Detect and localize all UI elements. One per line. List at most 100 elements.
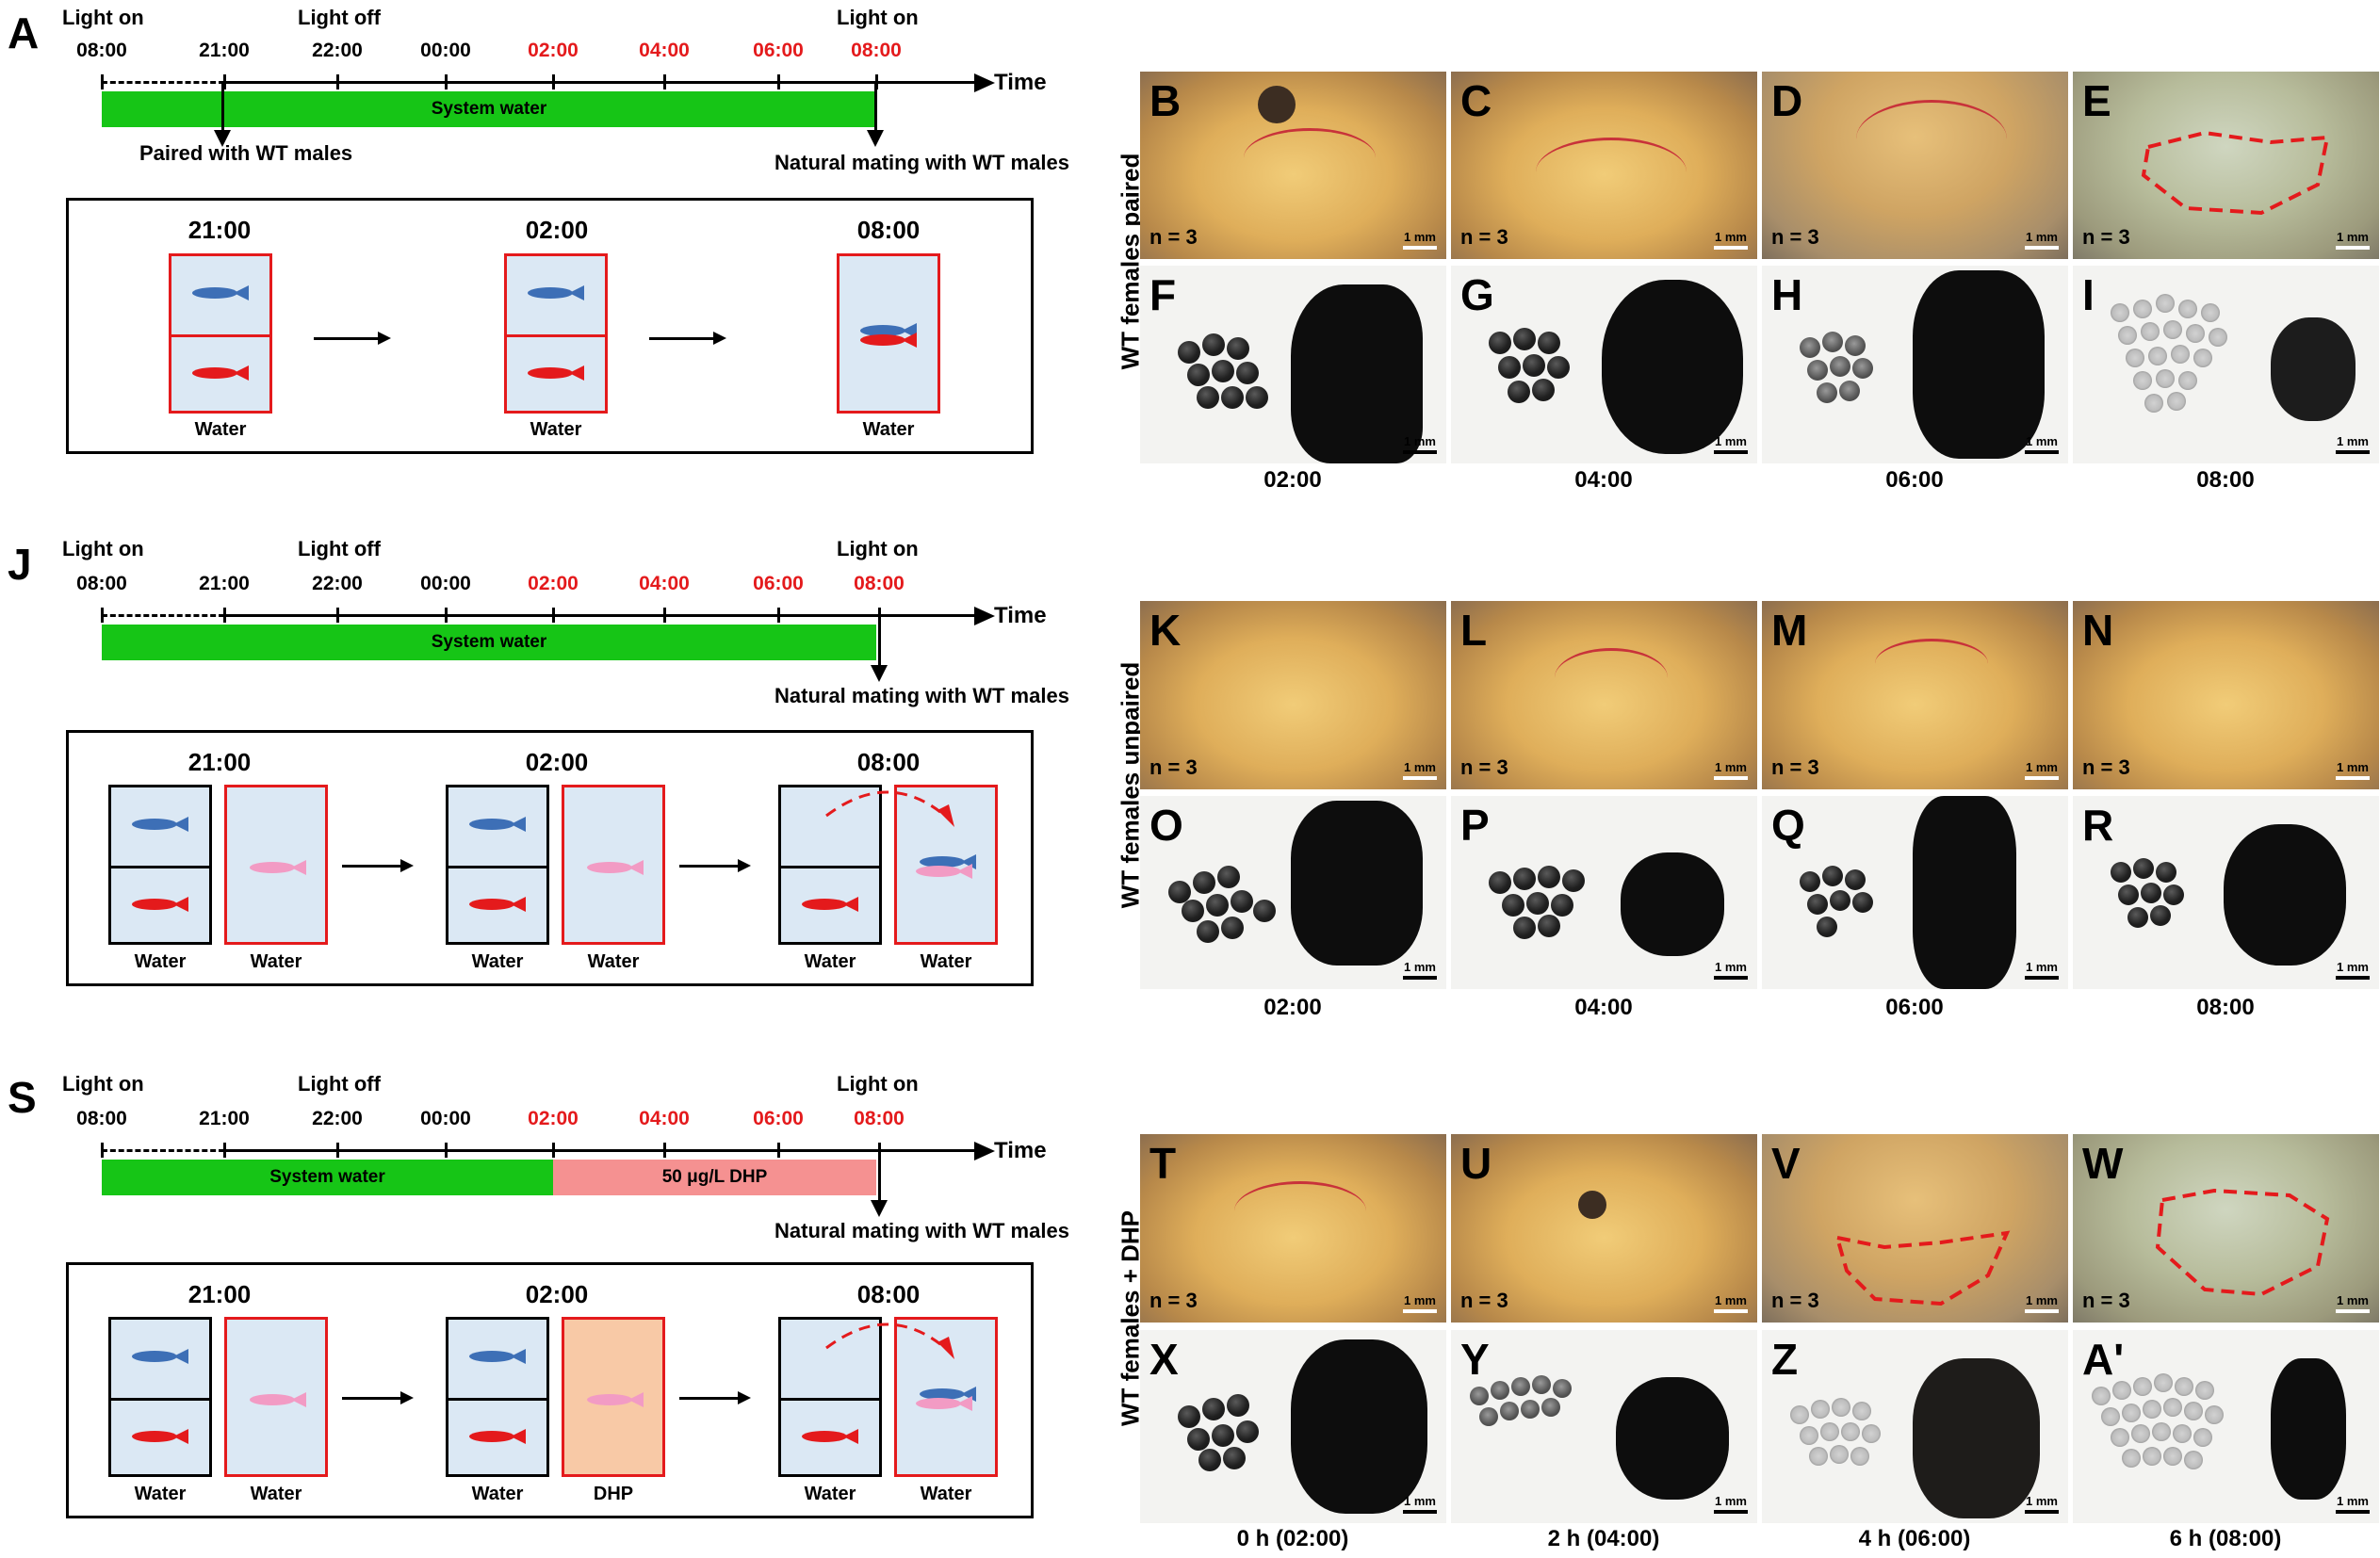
tick: [445, 608, 448, 623]
pairing-pointer-head: [214, 130, 231, 147]
tick: [663, 1143, 666, 1158]
scale-label: 1 mm: [2337, 960, 2369, 974]
scale-bar: 1 mm: [1714, 1494, 1748, 1514]
tick: [552, 74, 555, 89]
step-arrow: [342, 1397, 402, 1400]
female-fish-icon: [469, 897, 526, 912]
time-caption: 06:00: [1885, 467, 1944, 493]
scale-label: 1 mm: [1715, 760, 1747, 774]
female-fish-icon: [802, 897, 858, 912]
scale-label: 1 mm: [2337, 1293, 2369, 1307]
schematic-time: 02:00: [525, 1280, 589, 1308]
mating-annotation: Natural mating with WT males: [774, 684, 1069, 707]
tank-divider: [781, 866, 879, 868]
scale-bar: 1 mm: [2336, 1494, 2370, 1514]
egg-photo: F 1 mm: [1140, 266, 1446, 463]
male-fish-icon: [469, 1349, 526, 1364]
sample-size: n = 3: [1771, 225, 1819, 249]
panel-letter: T: [1149, 1139, 1177, 1188]
night-dash: [102, 81, 224, 84]
sample-size: n = 3: [1771, 1289, 1819, 1312]
tick: [223, 1143, 226, 1158]
tick: [336, 608, 339, 623]
time-label: 06:00: [753, 40, 804, 61]
scale-bar: 1 mm: [1403, 960, 1437, 980]
unpaired-fish-icon: [587, 860, 644, 875]
time-caption: 06:00: [1885, 995, 1944, 1020]
panel-letter: W: [2082, 1139, 2124, 1188]
time-label: 04:00: [639, 573, 690, 594]
unpaired-fish-icon: [916, 864, 972, 879]
tank-caption: Water: [134, 1484, 187, 1504]
scale-bar: 1 mm: [2025, 1494, 2059, 1514]
scale-bar: 1 mm: [1714, 1293, 1748, 1313]
male-fish-icon: [132, 817, 188, 832]
scale-bar: 1 mm: [1403, 1293, 1437, 1313]
time-label: 06:00: [753, 573, 804, 594]
tank-divider: [448, 866, 546, 868]
female-fish-icon: [132, 897, 188, 912]
time-caption: 08:00: [2196, 995, 2255, 1020]
sample-size: n = 3: [1149, 1289, 1198, 1312]
mating-pointer-head: [871, 665, 888, 682]
light-on-end-label: Light on: [837, 6, 919, 29]
panel-letter: N: [2082, 606, 2114, 655]
scale-bar: 1 mm: [1403, 434, 1437, 454]
time-axis: [224, 614, 978, 617]
unpaired-fish-icon: [916, 1396, 972, 1411]
schematic-time: 08:00: [856, 748, 921, 776]
time-caption: 2 h (04:00): [1547, 1526, 1660, 1551]
dhp-tank: [562, 1317, 665, 1477]
time-label: 02:00: [528, 573, 579, 594]
unpaired-tank: [562, 785, 665, 945]
light-on-label: Light on: [62, 1072, 144, 1095]
tick: [223, 74, 226, 89]
panel-letter: B: [1149, 76, 1182, 125]
time-label: 02:00: [528, 40, 579, 61]
system-water-bar: System water: [102, 1160, 553, 1195]
panel-letter: Q: [1771, 801, 1805, 850]
paired-tank-divided: [446, 1317, 549, 1477]
night-dash: [102, 1149, 224, 1152]
female-fish-icon: [802, 1429, 858, 1444]
mating-pointer: [878, 1149, 881, 1202]
paired-tank-divided: [446, 785, 549, 945]
ovary-photo: N n = 3 1 mm: [2073, 601, 2379, 789]
axis-label: Time: [994, 70, 1047, 95]
schematic-time: 02:00: [525, 216, 589, 244]
tank-caption: Water: [862, 419, 915, 440]
panel-letter: X: [1149, 1335, 1179, 1384]
schematic-frame: 21:00 02:00 08:00 Water Water Water: [66, 198, 1034, 454]
scale-bar: 1 mm: [2025, 230, 2059, 250]
panel-letter: A': [2082, 1335, 2125, 1384]
light-off-label: Light off: [298, 537, 381, 560]
scale-bar: 1 mm: [2025, 1293, 2059, 1313]
scale-label: 1 mm: [1715, 230, 1747, 244]
scale-bar: 1 mm: [1403, 760, 1437, 780]
light-on-end-label: Light on: [837, 1072, 919, 1095]
sample-size: n = 3: [1771, 755, 1819, 779]
tank-caption: Water: [530, 419, 582, 440]
scale-bar: 1 mm: [2336, 960, 2370, 980]
axis-arrowhead: [974, 73, 995, 92]
egg-photo: O 1 mm: [1140, 796, 1446, 989]
scale-label: 1 mm: [1404, 960, 1436, 974]
mating-pointer-head: [867, 130, 884, 147]
tank-divider: [507, 334, 605, 337]
scale-bar: 1 mm: [2336, 1293, 2370, 1313]
dhp-bar: 50 μg/L DHP: [553, 1160, 876, 1195]
panel-letter: K: [1149, 606, 1182, 655]
sample-size: n = 3: [2082, 755, 2130, 779]
ovary-photo: D n = 3 1 mm: [1762, 72, 2068, 259]
time-label: 02:00: [528, 1108, 579, 1129]
panel-letter: E: [2082, 76, 2111, 125]
mating-pointer-head: [871, 1200, 888, 1217]
panel-letter: H: [1771, 270, 1803, 319]
axis-arrowhead: [974, 1142, 995, 1160]
transfer-arrow-icon: [825, 1323, 954, 1359]
panel-letter: U: [1460, 1139, 1492, 1188]
scale-bar: 1 mm: [2336, 434, 2370, 454]
ovary-photo: K n = 3 1 mm: [1140, 601, 1446, 789]
time-label: 00:00: [420, 1108, 471, 1129]
female-fish-icon: [469, 1429, 526, 1444]
